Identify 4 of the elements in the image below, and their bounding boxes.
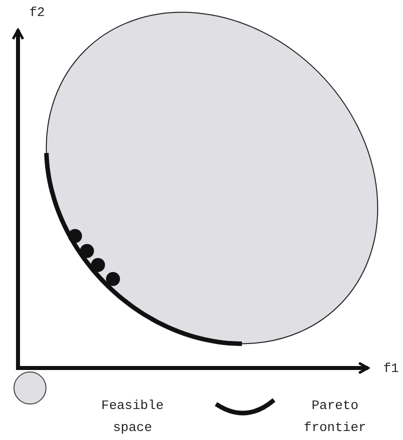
- legend-label: Pareto frontier: [302, 397, 368, 437]
- axis-label: f2: [28, 4, 46, 22]
- axis-label: f1: [382, 360, 400, 378]
- legend-label: Feasible space: [100, 397, 165, 437]
